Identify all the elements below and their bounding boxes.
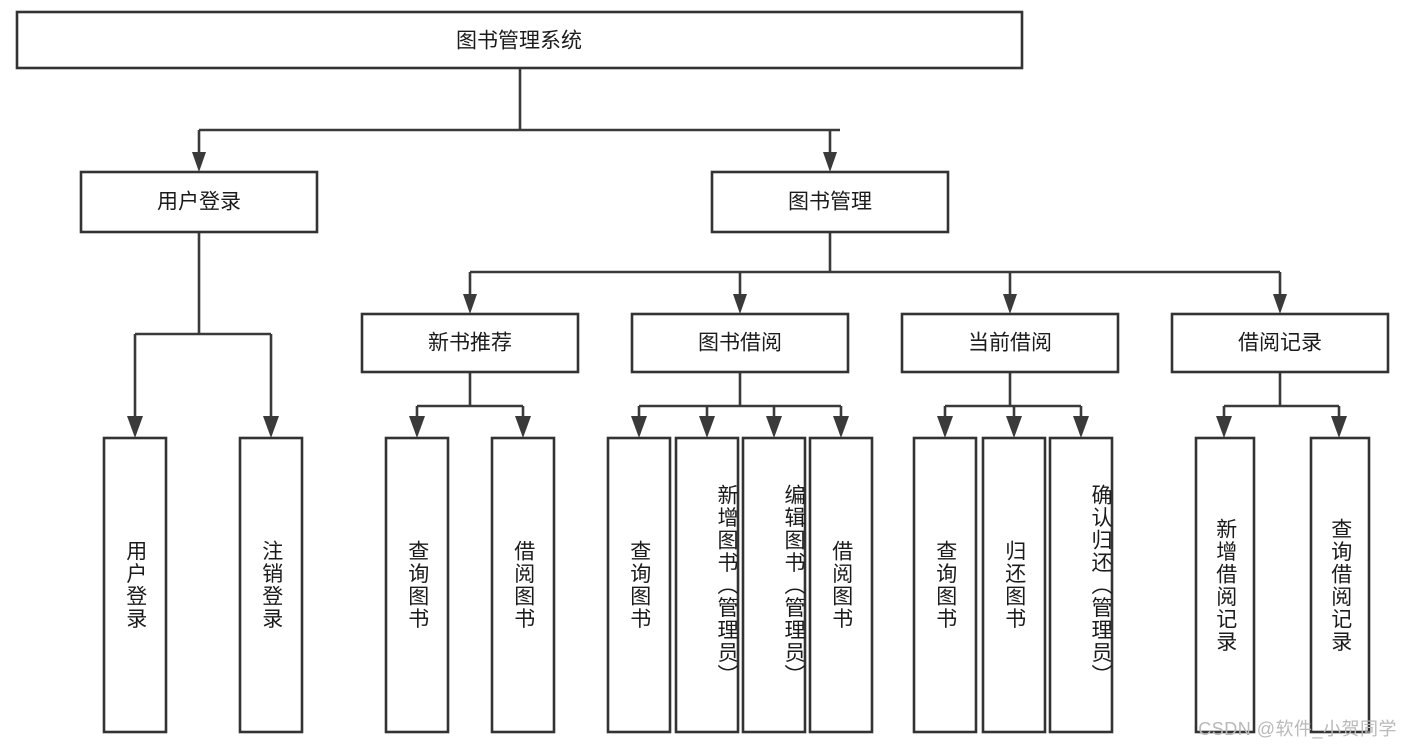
node-current-borrow[interactable]: 当前借阅 [900,312,1120,374]
leaf-boxes [102,436,1371,734]
node-book-manage-label: 图书管理 [788,191,872,214]
connector-bookmanage-to-level3 [463,232,1287,314]
node-user-login[interactable]: 用户登录 [79,170,319,234]
node-book-manage[interactable]: 图书管理 [710,170,950,234]
connector-borrowrecord-to-leaves [1216,372,1347,438]
csdn-watermark: CSDN @软件_小贺同学 [1198,719,1397,739]
connector-currentborrow-to-leaves [937,372,1089,438]
node-book-borrow[interactable]: 图书借阅 [630,312,850,374]
connector-bookborrow-to-leaves [631,372,849,438]
leaf-box-query-record[interactable] [1309,436,1371,734]
leaf-box-confirm-return[interactable] [1048,436,1114,734]
node-root[interactable]: 图书管理系统 [15,10,1024,70]
node-new-book-recommend-label: 新书推荐 [428,332,512,355]
node-borrow-record[interactable]: 借阅记录 [1170,312,1390,374]
connector-userlogin-to-leaves [127,232,279,438]
leaf-box-user-login[interactable] [102,436,168,734]
leaf-box-borrow-book-1[interactable] [490,436,556,734]
leaf-box-add-record[interactable] [1194,436,1256,734]
node-borrow-record-label: 借阅记录 [1238,332,1322,355]
leaf-box-add-book[interactable] [674,436,740,734]
leaf-box-query-book-1[interactable] [384,436,450,734]
leaf-box-query-book-3[interactable] [912,436,978,734]
leaf-box-query-book-2[interactable] [606,436,672,734]
leaf-box-return-book[interactable] [981,436,1047,734]
leaf-box-logout[interactable] [238,436,304,734]
node-book-borrow-label: 图书借阅 [698,332,782,355]
connector-root-to-level2 [192,68,840,172]
connector-newbook-to-leaves [409,372,531,438]
node-root-label: 图书管理系统 [456,30,582,53]
node-user-login-label: 用户登录 [157,191,241,214]
node-current-borrow-label: 当前借阅 [968,332,1052,355]
node-new-book-recommend[interactable]: 新书推荐 [360,312,580,374]
leaf-box-edit-book[interactable] [741,436,807,734]
leaf-box-borrow-book-2[interactable] [808,436,874,734]
